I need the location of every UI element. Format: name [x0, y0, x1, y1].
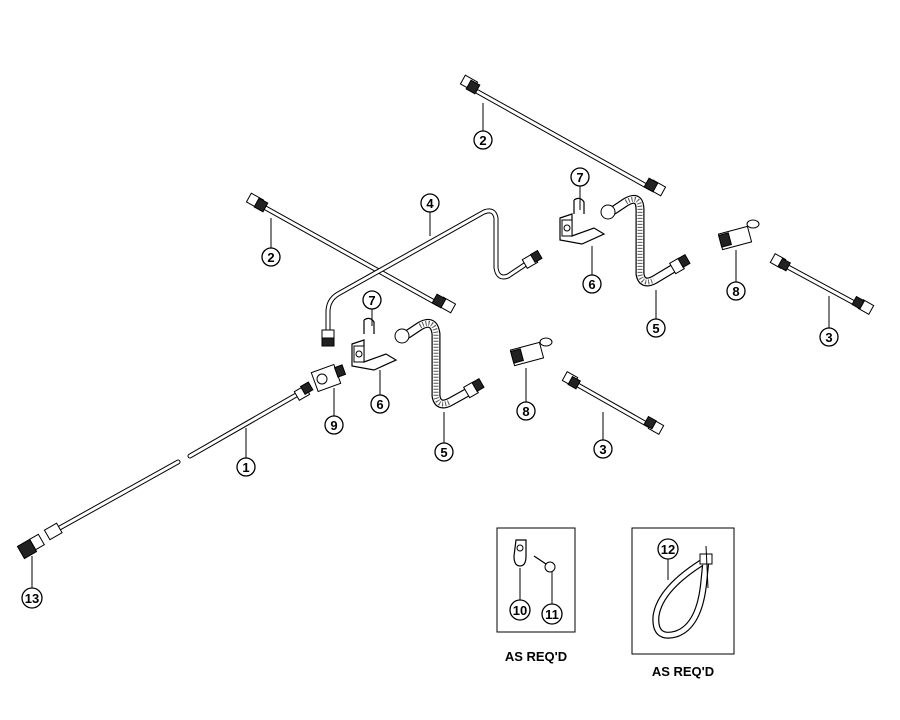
hose-5-left [394, 318, 485, 409]
svg-text:5: 5 [652, 321, 659, 336]
callout-8-center: 8 [516, 401, 536, 421]
clamp-part-10 [513, 539, 527, 567]
bracket-6-left [351, 317, 398, 371]
callout-7-right: 7 [570, 167, 590, 187]
svg-text:12: 12 [661, 542, 675, 557]
callout-5-left: 5 [434, 442, 454, 462]
tube-3-center [561, 371, 665, 435]
callout-5-right: 5 [646, 318, 666, 338]
callout-3-right: 3 [819, 327, 839, 347]
svg-text:8: 8 [732, 284, 739, 299]
svg-text:6: 6 [588, 277, 595, 292]
callout-6-left: 6 [370, 394, 390, 414]
svg-text:7: 7 [368, 293, 375, 308]
svg-text:11: 11 [545, 607, 559, 622]
callout-2-lower: 2 [261, 247, 281, 267]
svg-text:9: 9 [330, 418, 337, 433]
tube-3-right [769, 253, 875, 315]
svg-text:8: 8 [522, 404, 529, 419]
tube-1 [43, 381, 314, 541]
svg-text:4: 4 [426, 196, 434, 211]
cable-tie-12 [652, 545, 713, 639]
svg-text:3: 3 [599, 442, 606, 457]
callout-4: 4 [420, 193, 440, 213]
callout-1: 1 [236, 457, 256, 477]
callout-11: 11 [541, 603, 563, 625]
tube-2-upper [459, 74, 667, 197]
clamp-box [496, 527, 576, 633]
tie-box [631, 527, 735, 655]
svg-text:2: 2 [479, 133, 486, 148]
bracket-6-right [559, 197, 606, 245]
callout-6-right: 6 [582, 274, 602, 294]
tie-box-note: AS REQ'D [652, 664, 714, 679]
connector-9 [310, 363, 347, 393]
callout-9: 9 [324, 415, 344, 435]
svg-text:3: 3 [825, 330, 832, 345]
callout-12: 12 [657, 538, 679, 560]
svg-text:2: 2 [267, 250, 274, 265]
svg-text:5: 5 [440, 445, 447, 460]
callout-3-center: 3 [593, 439, 613, 459]
screw-part-11 [533, 555, 556, 573]
callout-7-left: 7 [362, 290, 382, 310]
tube-4-bent [321, 208, 543, 347]
svg-text:10: 10 [513, 603, 527, 618]
fitting-13 [16, 533, 46, 560]
svg-text:7: 7 [576, 170, 583, 185]
clamp-box-note: AS REQ'D [505, 649, 567, 664]
callout-2-upper: 2 [473, 130, 493, 150]
tee-8-right [717, 219, 760, 251]
callout-10: 10 [509, 599, 531, 621]
tee-8-center [509, 337, 553, 367]
leader-lines [31, 103, 830, 604]
hose-5-right [600, 194, 691, 287]
svg-text:6: 6 [376, 397, 383, 412]
tube-2-lower [245, 192, 457, 314]
callout-8-right: 8 [726, 281, 746, 301]
svg-text:1: 1 [242, 460, 249, 475]
callout-13: 13 [21, 587, 43, 609]
svg-text:13: 13 [25, 591, 39, 606]
